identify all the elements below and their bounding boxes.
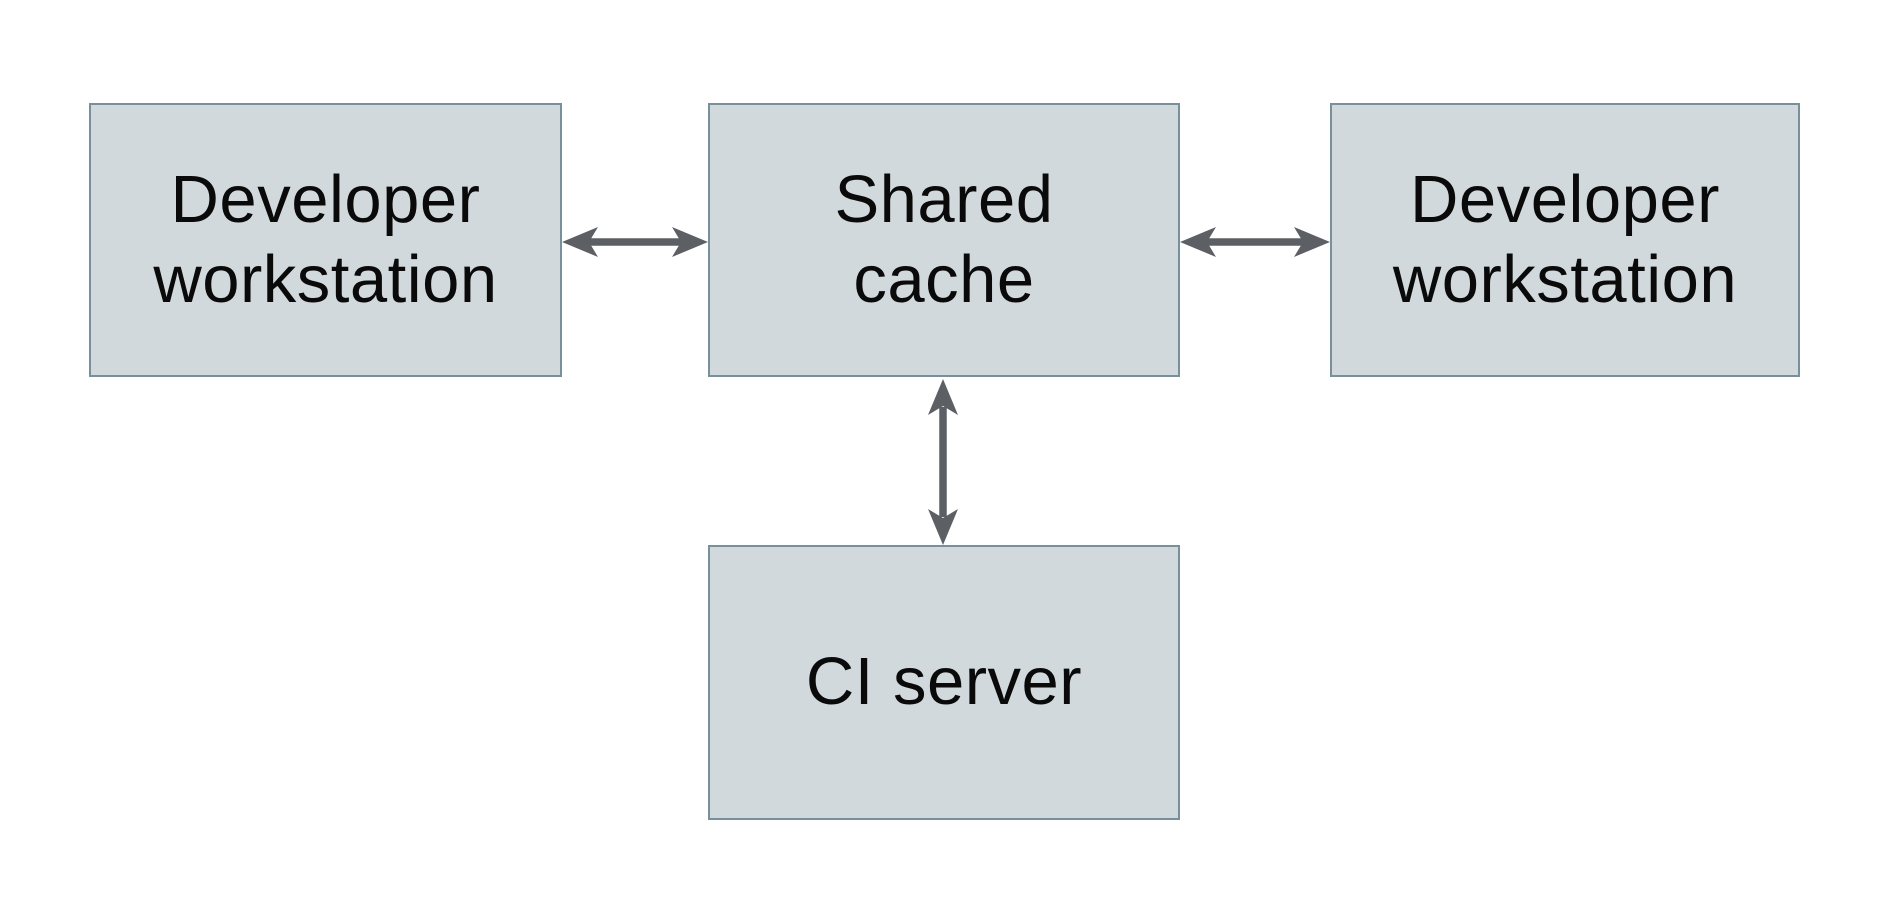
bidirectional-arrow-cache-ciserver [928,379,958,545]
node-developer-workstation-right: Developer workstation [1330,103,1800,377]
node-label-developer-workstation-right: Developer workstation [1392,161,1738,317]
bidirectional-arrow-cache-devright [1180,227,1330,257]
node-shared-cache: Shared cache [708,103,1180,377]
node-developer-workstation-left: Developer workstation [89,103,562,377]
bidirectional-arrow-devleft-cache [562,227,708,257]
node-label-developer-workstation-left: Developer workstation [153,161,498,317]
node-ci-server: CI server [708,545,1180,820]
node-label-shared-cache: Shared cache [834,161,1054,317]
node-label-ci-server: CI server [805,644,1083,720]
